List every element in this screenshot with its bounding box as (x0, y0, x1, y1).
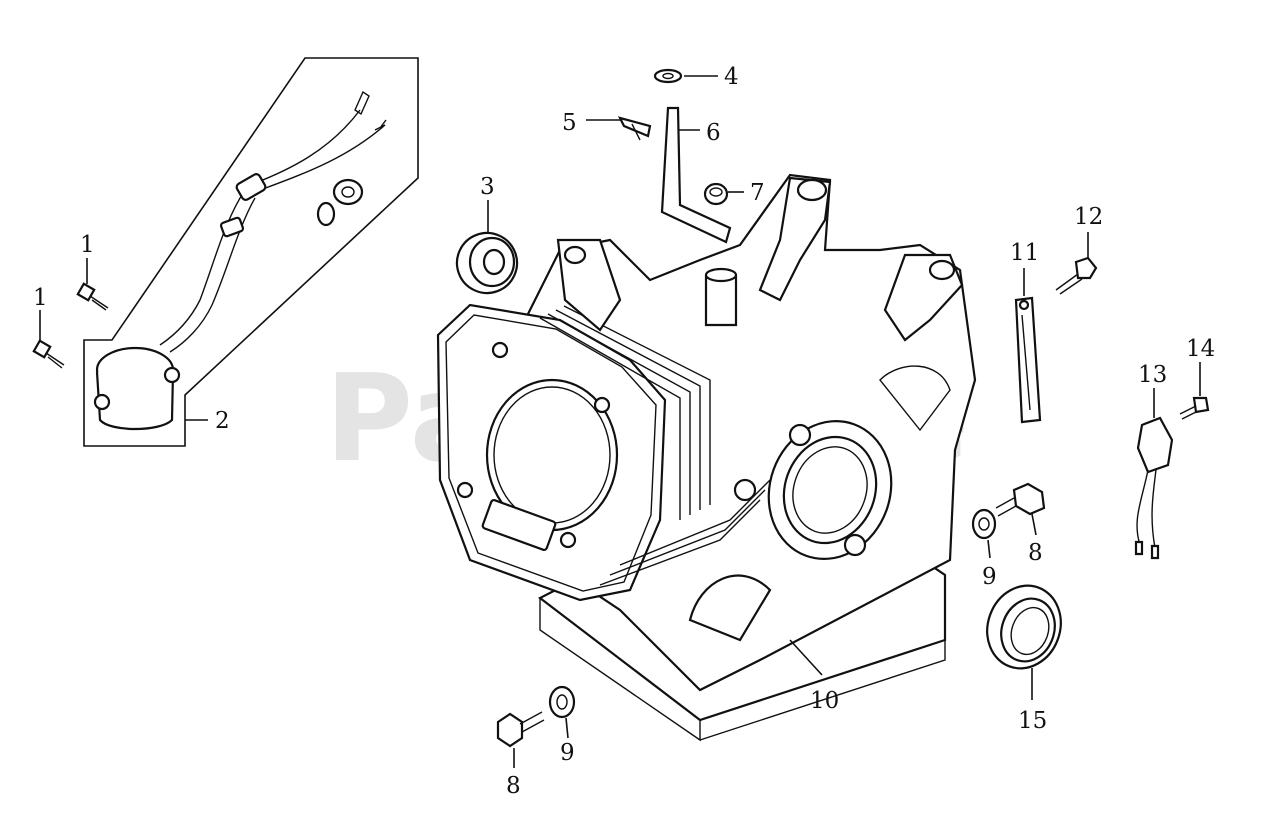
washer-part-4[interactable] (653, 68, 718, 84)
oil-sensor-group[interactable] (83, 57, 419, 447)
bolt-part-1-upper[interactable] (76, 258, 109, 311)
callout-10: 10 (810, 688, 839, 714)
clip-part-5[interactable] (586, 116, 652, 141)
callout-5: 5 (562, 110, 577, 136)
washer-part-9-lower[interactable] (548, 685, 576, 739)
callout-11: 11 (1010, 240, 1039, 266)
callout-3: 3 (480, 174, 495, 200)
callout-9-right: 9 (982, 564, 997, 590)
flange-bolt-part-8-right[interactable] (995, 482, 1046, 536)
oil-seal-part-15[interactable] (976, 575, 1072, 700)
callout-15: 15 (1018, 708, 1047, 734)
callout-6: 6 (706, 120, 721, 146)
strap-part-11[interactable] (1014, 268, 1042, 424)
callout-4: 4 (724, 64, 739, 90)
callout-13: 13 (1138, 362, 1167, 388)
callout-2: 2 (215, 408, 230, 434)
rod-part-6[interactable] (660, 106, 732, 244)
callout-1-upper: 1 (80, 232, 95, 258)
washer-part-9-right[interactable] (971, 508, 997, 559)
seal-part-7[interactable] (703, 182, 744, 206)
bolt-part-12[interactable] (1055, 232, 1098, 295)
callout-9-lower: 9 (560, 740, 575, 766)
callout-8-lower: 8 (506, 773, 521, 799)
callout-12: 12 (1074, 204, 1103, 230)
screw-part-14[interactable] (1179, 362, 1210, 420)
flange-bolt-part-8-lower[interactable] (496, 711, 545, 768)
callout-8-right: 8 (1028, 540, 1043, 566)
bolt-part-1-lower[interactable] (32, 310, 65, 369)
callout-7: 7 (750, 180, 765, 206)
callout-1-lower: 1 (33, 285, 48, 311)
ignition-module-part-13[interactable] (1134, 388, 1174, 560)
crankcase-part-10[interactable] (436, 173, 977, 742)
callout-14: 14 (1186, 336, 1215, 362)
bearing-part-3[interactable] (449, 200, 526, 301)
